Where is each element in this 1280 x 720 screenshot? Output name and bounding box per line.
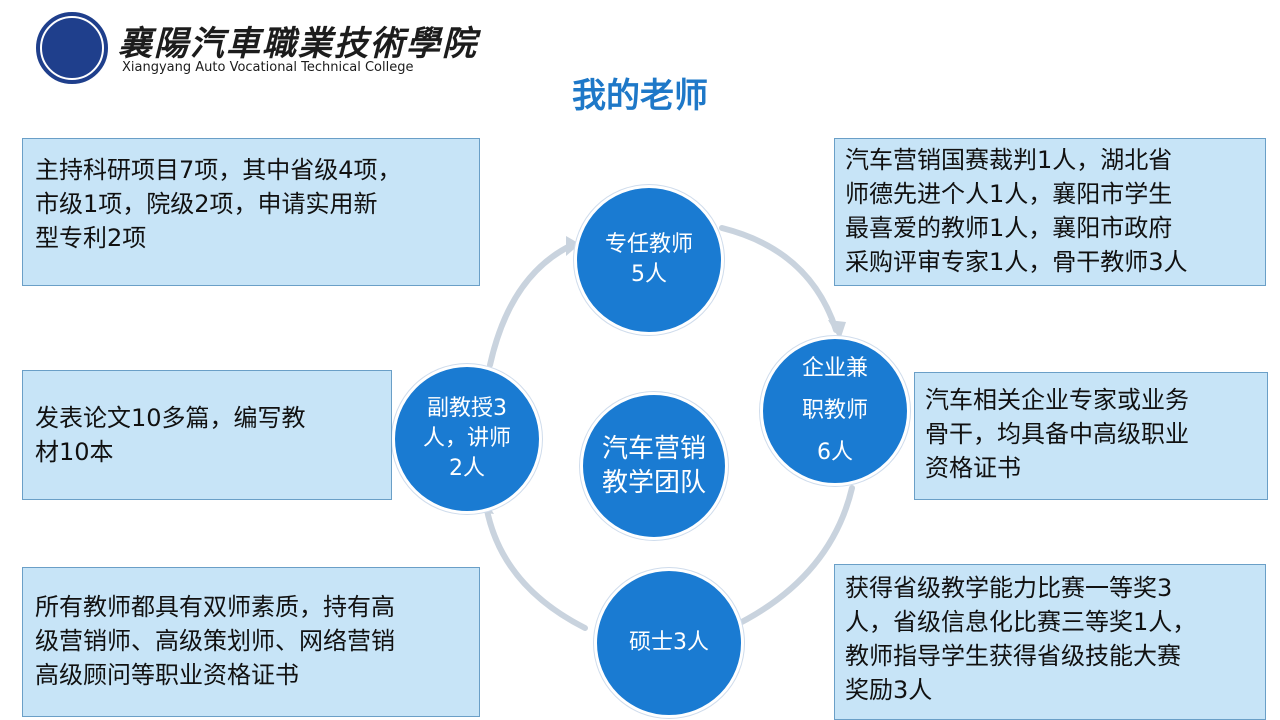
awards-line-2: 人，省级信息化比赛三等奖1人， <box>845 608 1197 636</box>
honors-line-1: 汽车营销国赛裁判1人，湖北省 <box>845 146 1173 174</box>
box-dual-qualification: 所有教师都具有双师素质，持有高 级营销师、高级策划师、网络营销 高级顾问等职业资… <box>22 567 480 717</box>
box-publications: 发表论文10多篇，编写教 材10本 <box>22 370 392 500</box>
right-line-1: 企业兼 <box>801 356 868 381</box>
box-enterprise-experts: 汽车相关企业专家或业务 骨干，均具备中高级职业 资格证书 <box>914 372 1268 500</box>
college-name-english: Xiangyang Auto Vocational Technical Coll… <box>122 60 414 75</box>
experts-line-3: 资格证书 <box>925 454 1021 482</box>
arrowhead-top <box>566 236 580 256</box>
arrowhead-right <box>828 320 846 340</box>
right-line-2: 职教师 <box>801 398 868 423</box>
right-line-3: 6人 <box>816 440 853 465</box>
left-line-3: 2人 <box>448 456 485 481</box>
center-line-1: 汽车营销 <box>601 434 706 464</box>
arc-top-to-right <box>719 225 839 333</box>
circle-associate-professors: 副教授3 人，讲师 2人 <box>392 364 542 514</box>
awards-line-3: 教师指导学生获得省级技能大赛 <box>845 642 1181 670</box>
research-line-1: 主持科研项目7项，其中省级4项， <box>35 156 402 184</box>
box-awards: 获得省级教学能力比赛一等奖3 人，省级信息化比赛三等奖1人， 教师指导学生获得省… <box>834 564 1266 720</box>
circle-fulltime-teachers: 专任教师 5人 <box>574 185 724 335</box>
dual-line-3: 高级顾问等职业资格证书 <box>35 661 299 689</box>
dual-line-1: 所有教师都具有双师素质，持有高 <box>35 593 395 621</box>
box-research-projects: 主持科研项目7项，其中省级4项， 市级1项，院级2项，申请实用新 型专利2项 <box>22 138 480 286</box>
center-line-2: 教学团队 <box>601 468 706 498</box>
publications-line-2: 材10本 <box>35 438 114 466</box>
page-title: 我的老师 <box>572 76 708 116</box>
circle-masters: 硕士3人 <box>594 568 744 718</box>
college-name-chinese: 襄陽汽車職業技術學院 <box>118 24 478 64</box>
bottom-line-1: 硕士3人 <box>629 630 709 655</box>
circle-center-team: 汽车营销 教学团队 <box>580 392 728 540</box>
left-line-2: 人，讲师 <box>422 426 511 451</box>
arc-bottom-to-left <box>483 502 588 631</box>
top-line-2: 5人 <box>630 262 667 287</box>
publications-line-1: 发表论文10多篇，编写教 <box>35 404 306 432</box>
honors-line-3: 最喜爱的教师1人，襄阳市政府 <box>845 214 1173 242</box>
honors-line-4: 采购评审专家1人，骨干教师3人 <box>845 248 1188 276</box>
experts-line-2: 骨干，均具备中高级职业 <box>925 420 1189 448</box>
college-logo-ring <box>40 16 104 80</box>
top-line-1: 专任教师 <box>604 232 693 257</box>
arc-left-to-top <box>487 242 575 368</box>
awards-line-1: 获得省级教学能力比赛一等奖3 <box>845 574 1173 602</box>
honors-line-2: 师德先进个人1人，襄阳市学生 <box>845 180 1173 208</box>
circle-enterprise-teachers: 企业兼 职教师 6人 <box>760 336 910 486</box>
dual-line-2: 级营销师、高级策划师、网络营销 <box>35 627 395 655</box>
left-line-1: 副教授3 <box>426 396 507 421</box>
box-honors: 汽车营销国赛裁判1人，湖北省 师德先进个人1人，襄阳市学生 最喜爱的教师1人，襄… <box>834 138 1266 286</box>
research-line-3: 型专利2项 <box>35 224 147 252</box>
arc-right-to-bottom <box>727 485 855 631</box>
research-line-2: 市级1项，院级2项，申请实用新 <box>35 190 378 218</box>
experts-line-1: 汽车相关企业专家或业务 <box>925 386 1189 414</box>
awards-line-4: 奖励3人 <box>845 676 933 704</box>
